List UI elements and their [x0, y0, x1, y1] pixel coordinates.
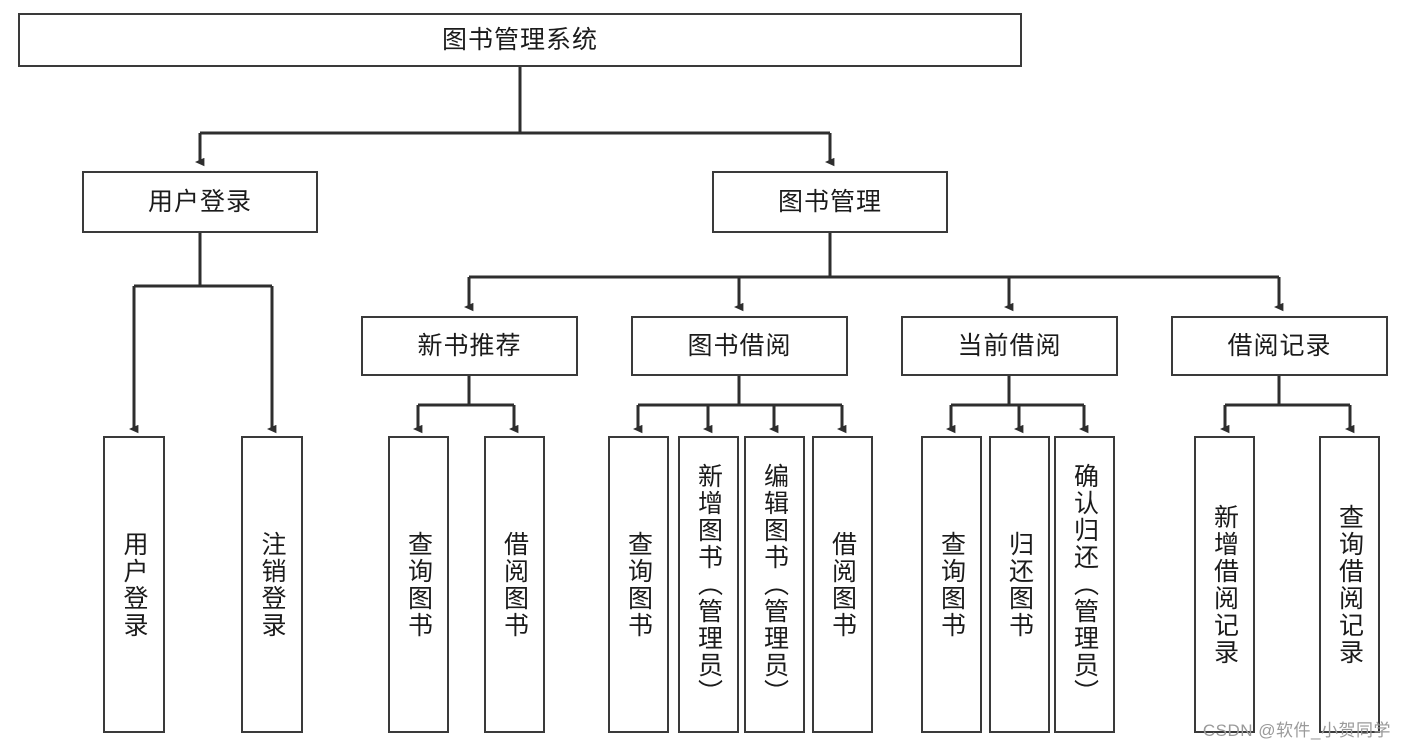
node-label: 图书管理 — [777, 187, 882, 216]
leaf-borrow-book[interactable]: 借阅图书 — [812, 436, 873, 733]
node-label: 新增图书（管理员） — [694, 463, 723, 706]
node-current-borrow[interactable]: 当前借阅 — [901, 316, 1118, 376]
node-label: 借阅图书 — [828, 530, 857, 639]
leaf-edit-book-admin[interactable]: 编辑图书（管理员） — [744, 436, 805, 733]
node-label: 查询图书 — [937, 530, 966, 639]
node-label: 用户登录 — [147, 187, 252, 216]
leaf-add-book-admin[interactable]: 新增图书（管理员） — [678, 436, 739, 733]
node-label: 查询借阅记录 — [1335, 503, 1364, 666]
leaf-query-book-borrow[interactable]: 查询图书 — [608, 436, 669, 733]
node-label: 编辑图书（管理员） — [760, 463, 789, 706]
node-label: 新书推荐 — [417, 331, 522, 360]
leaf-query-book-current[interactable]: 查询图书 — [921, 436, 982, 733]
leaf-return-book[interactable]: 归还图书 — [989, 436, 1050, 733]
node-borrow-record[interactable]: 借阅记录 — [1171, 316, 1388, 376]
leaf-query-borrow-record[interactable]: 查询借阅记录 — [1319, 436, 1380, 733]
node-label: 借阅图书 — [500, 530, 529, 639]
leaf-query-book-recommend[interactable]: 查询图书 — [388, 436, 449, 733]
leaf-borrow-book-recommend[interactable]: 借阅图书 — [484, 436, 545, 733]
node-label: 借阅记录 — [1227, 331, 1332, 360]
node-label: 用户登录 — [120, 530, 148, 639]
leaf-confirm-return-admin[interactable]: 确认归还（管理员） — [1054, 436, 1115, 733]
node-root-book-management-system[interactable]: 图书管理系统 — [18, 13, 1022, 67]
node-label: 图书管理系统 — [441, 25, 598, 54]
node-label: 查询图书 — [404, 530, 433, 639]
leaf-logout-login[interactable]: 注销登录 — [241, 436, 303, 733]
node-new-book-recommend[interactable]: 新书推荐 — [361, 316, 578, 376]
node-user-login[interactable]: 用户登录 — [82, 171, 318, 233]
node-book-management[interactable]: 图书管理 — [712, 171, 948, 233]
node-label: 查询图书 — [624, 530, 653, 639]
node-label: 新增借阅记录 — [1210, 503, 1239, 666]
leaf-add-borrow-record[interactable]: 新增借阅记录 — [1194, 436, 1255, 733]
node-label: 确认归还（管理员） — [1070, 463, 1099, 706]
node-book-borrow[interactable]: 图书借阅 — [631, 316, 848, 376]
node-label: 图书借阅 — [687, 331, 792, 360]
node-label: 当前借阅 — [957, 331, 1062, 360]
node-label: 注销登录 — [258, 530, 286, 639]
node-label: 归还图书 — [1005, 530, 1034, 639]
leaf-user-login[interactable]: 用户登录 — [103, 436, 165, 733]
